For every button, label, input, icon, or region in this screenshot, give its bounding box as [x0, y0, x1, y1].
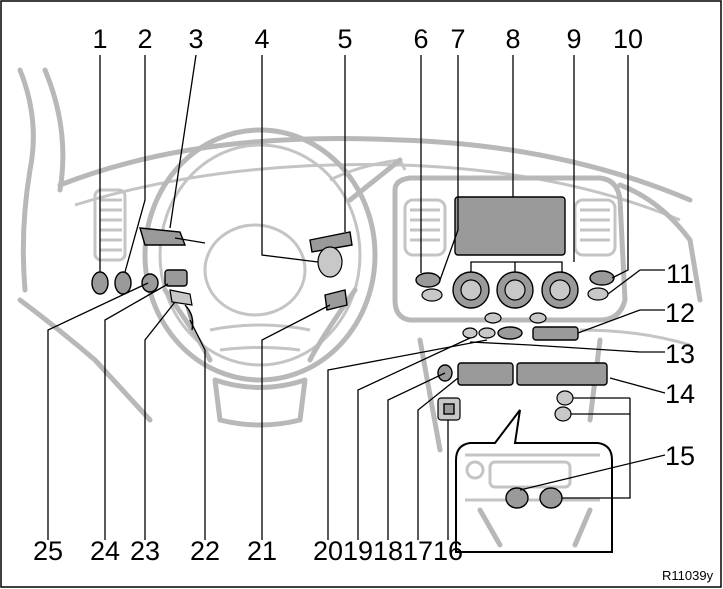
control-10 — [589, 270, 615, 286]
callout-12: 12 — [665, 298, 695, 328]
control-8 — [454, 196, 566, 256]
callout-4: 4 — [254, 24, 269, 54]
callout-6: 6 — [413, 24, 428, 54]
control-19 — [462, 327, 478, 339]
callout-13: 13 — [665, 339, 695, 369]
callout-24: 24 — [90, 536, 120, 566]
control-20 — [478, 327, 496, 339]
control-2 — [114, 271, 132, 295]
callout-3: 3 — [188, 24, 203, 54]
control-21 — [324, 289, 348, 311]
control-23 — [164, 269, 188, 287]
callout-9: 9 — [566, 24, 581, 54]
control-6 — [415, 272, 441, 288]
callout-11: 11 — [666, 259, 694, 289]
control-4 — [317, 246, 343, 278]
callout-23: 23 — [130, 536, 160, 566]
control-11 — [587, 287, 609, 301]
control-5 — [309, 231, 353, 253]
leader-lines — [47, 54, 666, 540]
callout-19: 19 — [343, 536, 373, 566]
callout-22: 22 — [190, 536, 220, 566]
callout-18: 18 — [373, 536, 403, 566]
control-24 — [169, 289, 193, 306]
control-17 — [457, 362, 514, 386]
inset-console — [455, 409, 613, 553]
control-3 — [139, 227, 187, 246]
control-1 — [91, 271, 109, 295]
figure-code: R11039y — [662, 568, 714, 583]
callout-17: 17 — [403, 536, 433, 566]
callout-5: 5 — [337, 24, 352, 54]
control-13 — [497, 326, 523, 340]
callout-10: 10 — [613, 24, 643, 54]
callout-21: 21 — [247, 536, 277, 566]
control-22 — [184, 304, 194, 331]
control-12 — [532, 326, 579, 341]
callout-8: 8 — [505, 24, 520, 54]
control-15 — [556, 390, 574, 406]
callout-7: 7 — [450, 24, 465, 54]
callout-2: 2 — [137, 24, 152, 54]
callout-1: 1 — [92, 24, 107, 54]
callout-15: 15 — [665, 441, 695, 471]
callout-16: 16 — [433, 536, 463, 566]
control-14 — [516, 362, 608, 386]
callout-14: 14 — [665, 379, 695, 409]
control-25 — [141, 273, 159, 293]
callout-labels: 1 2 3 4 5 6 7 8 9 10 11 12 13 14 15 16 1… — [33, 24, 695, 566]
callout-25: 25 — [33, 536, 63, 566]
dashboard-outline — [17, 67, 703, 453]
callout-20: 20 — [313, 536, 343, 566]
